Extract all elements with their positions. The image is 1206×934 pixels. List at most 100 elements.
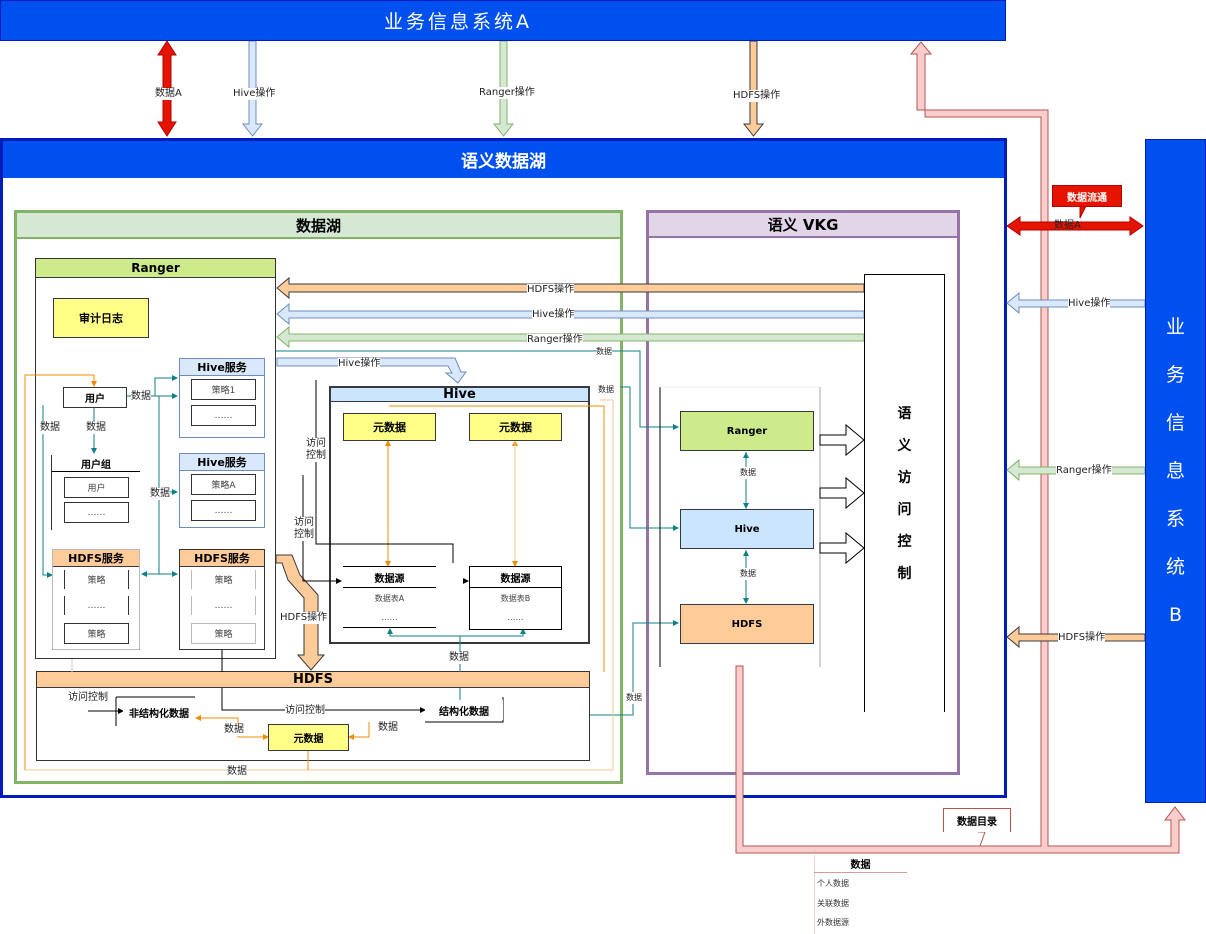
hdfs-op-right-label: HDFS操作	[1058, 632, 1106, 644]
policy-item: 策略A	[191, 474, 256, 495]
hdfs-op-top-arrow	[742, 40, 765, 137]
hive-op-label: Hive操作	[532, 309, 575, 321]
legend-item: 关联数据	[817, 899, 849, 908]
business-system-b: 业 务 信 息 系 统 B	[1145, 139, 1206, 803]
data-flow-callout: 数据流通	[1052, 185, 1122, 207]
audit-log: 审计日志	[53, 298, 149, 338]
hive-service-2: Hive服务 策略A ……	[179, 453, 265, 528]
legend-title: 数据	[814, 855, 907, 873]
hdfs-metadata: 元数据	[268, 724, 349, 751]
sac-char: 制	[897, 565, 912, 582]
user-group: 用户组 用户 ……	[51, 455, 140, 530]
teal-line-hdfs	[590, 620, 679, 716]
policy-item: ……	[64, 596, 129, 615]
system-b-char: 务	[1165, 364, 1185, 386]
policy-item: 策略	[191, 570, 256, 589]
user-group-item: 用户	[64, 477, 129, 498]
data-lake-title: 数据湖	[17, 213, 620, 239]
data-table: ……	[507, 612, 524, 622]
access-control-label: 访问控制	[285, 705, 325, 717]
data-a-right-label: 数据A	[1054, 220, 1081, 231]
hdfs-op-label: HDFS操作	[527, 284, 575, 296]
teal-line-hive	[620, 386, 679, 531]
vkg-data-label: 数据	[740, 568, 756, 580]
semantic-data-lake-title: 语义数据湖	[3, 141, 1004, 178]
data-a-top-label: 数据A	[155, 88, 182, 100]
policy-item: ……	[191, 596, 256, 615]
data-legend	[814, 855, 907, 934]
system-b-char: 息	[1165, 460, 1185, 482]
data-source-1: 数据源 数据表A ……	[343, 566, 436, 628]
policy-item: 策略	[191, 623, 256, 644]
sac-char: 访	[897, 469, 912, 486]
hive-service-title: Hive服务	[180, 454, 264, 471]
data-label: 数据	[227, 766, 247, 778]
data-source-2: 数据源 数据表B ……	[469, 566, 562, 630]
hive-op-right-label: Hive操作	[1068, 298, 1111, 310]
user-group-item: ……	[64, 502, 129, 523]
system-b-char: 系	[1165, 508, 1185, 530]
data-label: 数据	[598, 384, 614, 396]
data-source-title: 数据源	[343, 567, 436, 588]
sac-arrow-3	[819, 531, 865, 565]
system-a-title: 业务信息系统A	[384, 11, 532, 33]
access-control-label: 访问控制	[68, 692, 108, 704]
edge-label-data: 数据	[150, 488, 170, 500]
data-label: 数据	[224, 724, 244, 736]
data-label: 数据	[378, 722, 398, 734]
data-label: 数据	[596, 346, 612, 358]
ranger-op-right-label: Ranger操作	[1056, 465, 1112, 477]
policy-item: ……	[191, 405, 256, 426]
vkg-hive: Hive	[680, 509, 814, 549]
hdfs-service-title: HDFS服务	[180, 550, 264, 567]
hive-op-top-label: Hive操作	[233, 88, 276, 100]
hdfs-op-top-label: HDFS操作	[733, 90, 781, 102]
teal-line-ranger	[276, 350, 679, 430]
structured-data: 结构化数据	[425, 700, 503, 720]
data-source-title: 数据源	[470, 567, 561, 588]
data-a-right-arrow	[1006, 216, 1144, 236]
semantic-access-control: 语 义 访 问 控 制	[864, 274, 945, 712]
catalog-flow-arrow	[735, 41, 1187, 854]
sac-arrow-2	[819, 476, 865, 510]
hive-service-title: Hive服务	[180, 359, 264, 376]
sac-char: 问	[897, 501, 912, 518]
hdfs-service-2: HDFS服务 策略 …… 策略	[179, 549, 265, 650]
unstructured-data: 非结构化数据	[123, 703, 195, 721]
legend-item: 外数据源	[817, 918, 849, 927]
hdfs-op-down-label: HDFS操作	[280, 612, 328, 624]
user-group-title: 用户组	[52, 455, 140, 472]
policy-item: 策略	[64, 570, 129, 589]
vkg-ranger: Ranger	[680, 411, 814, 451]
hive-service-1: Hive服务 策略1 ……	[179, 358, 265, 438]
sac-char: 语	[897, 405, 912, 422]
sac-char: 义	[897, 437, 912, 454]
hdfs-service-1: HDFS服务 策略 …… 策略	[52, 549, 140, 650]
access-control-label: 访问控制	[294, 517, 314, 541]
system-b-char: 统	[1165, 556, 1185, 578]
edge-label-data: 数据	[86, 422, 106, 434]
hive-metadata-2: 元数据	[469, 413, 562, 441]
hive-op-inner-label: Hive操作	[338, 358, 381, 370]
business-system-a: 业务信息系统A	[0, 0, 1006, 41]
ranger-title: Ranger	[36, 259, 275, 278]
data-catalog-callout: 数据目录	[943, 808, 1011, 832]
edge-label-data: 数据	[40, 422, 60, 434]
hive-title: Hive	[331, 387, 588, 402]
policy-item: 策略	[64, 623, 129, 644]
system-b-char: 业	[1165, 316, 1185, 338]
policy-item: 策略1	[191, 379, 256, 400]
ranger-op-label: Ranger操作	[527, 334, 583, 346]
system-b-char: B	[1168, 604, 1183, 626]
hdfs-service-title: HDFS服务	[53, 550, 139, 567]
vkg-hdfs: HDFS	[680, 604, 814, 644]
user-box: 用户	[63, 387, 127, 408]
system-b-char: 信	[1165, 412, 1185, 434]
policy-item: ……	[191, 500, 256, 521]
hdfs-title: HDFS	[37, 672, 589, 688]
ranger-op-top-label: Ranger操作	[479, 87, 535, 99]
vkg-data-label: 数据	[740, 467, 756, 479]
data-table: 数据表B	[500, 593, 531, 603]
data-table: 数据表A	[374, 593, 405, 603]
data-label: 数据	[626, 692, 642, 704]
